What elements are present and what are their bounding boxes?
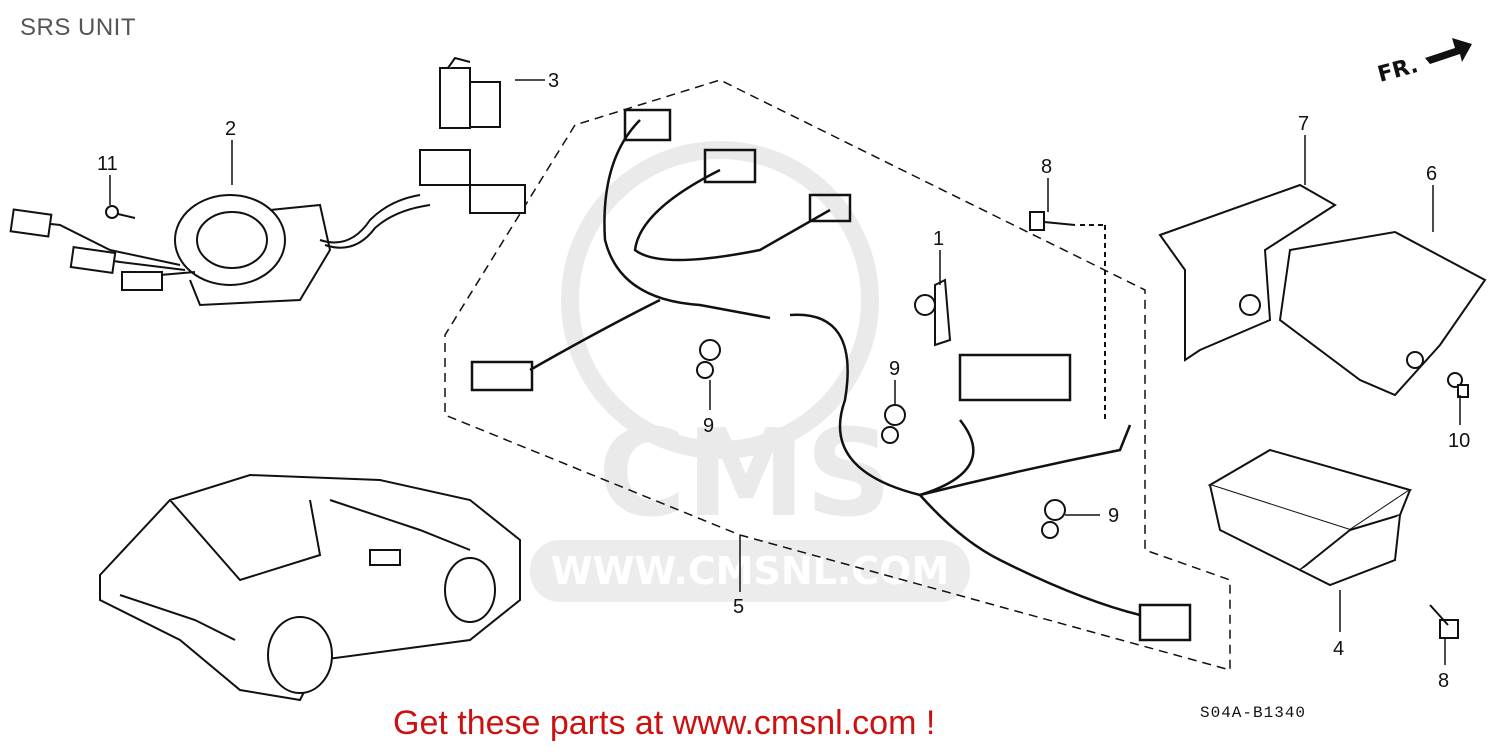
- diagram-title: SRS UNIT: [20, 14, 137, 41]
- assembly-outline: [444, 79, 1231, 671]
- callout-7: 7: [1298, 113, 1309, 135]
- callout-6: 6: [1426, 163, 1437, 185]
- cover-part: [1158, 183, 1337, 362]
- callout-1: 1: [933, 228, 944, 250]
- arrow-icon: [1425, 38, 1472, 64]
- lid-part: [1278, 230, 1487, 397]
- front-direction-arrow: FR.: [1375, 38, 1472, 88]
- callout-2: 2: [225, 118, 236, 140]
- watermark-logo: CMS: [598, 405, 892, 544]
- callout-9-a: 9: [703, 415, 714, 437]
- drawing-code: S04A-B1340: [1200, 704, 1307, 722]
- callout-3: 3: [548, 70, 559, 92]
- harness-clips: [696, 339, 1066, 539]
- callout-10: 10: [1448, 430, 1470, 452]
- srs-harness-part: [470, 108, 1192, 642]
- cable-reel-part: [9, 149, 526, 307]
- direction-label: FR.: [1375, 53, 1421, 88]
- vehicle-sketch: [99, 473, 521, 702]
- clip-part: [914, 278, 952, 347]
- callout-8-bottom: 8: [1438, 670, 1449, 692]
- nut-part: [1447, 372, 1469, 398]
- callout-5: 5: [733, 596, 744, 618]
- screw-part: [105, 205, 136, 219]
- watermark-url: WWW.CMSNL.COM: [551, 549, 950, 593]
- bolt-parts: [1029, 211, 1459, 639]
- bracket-part: [439, 56, 501, 129]
- watermark-banner: [530, 540, 970, 602]
- callout-8-top: 8: [1041, 156, 1052, 178]
- footer-link[interactable]: Get these parts at www.cmsnl.com !: [393, 704, 936, 742]
- callout-9-b: 9: [889, 358, 900, 380]
- leader-lines: [109, 79, 1461, 665]
- watermark: CMS WWW.CMSNL.COM: [530, 141, 970, 602]
- callout-9-c: 9: [1108, 505, 1119, 527]
- srs-control-unit: [1207, 448, 1413, 587]
- callout-4: 4: [1333, 638, 1344, 660]
- callout-11: 11: [97, 153, 118, 175]
